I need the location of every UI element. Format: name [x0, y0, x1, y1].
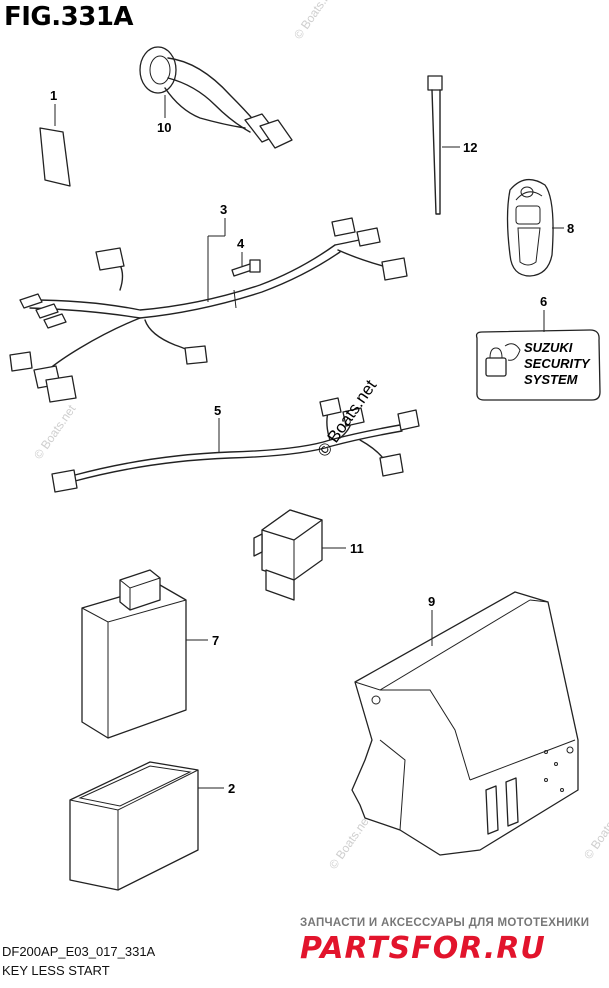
- part-2-case[interactable]: 2: [69, 761, 235, 891]
- part-11-ref: 11: [350, 541, 364, 556]
- watermark-faint-5: © Boats.net: [581, 802, 609, 862]
- part-8-key-fob[interactable]: 8: [506, 178, 575, 277]
- part-10-ref: 10: [157, 120, 171, 135]
- ad-tagline: ЗАПЧАСТИ И АКСЕССУАРЫ ДЛЯ МОТОТЕХНИКИ: [300, 917, 590, 929]
- watermark-faint-4: © Boats.net: [326, 812, 374, 872]
- figure-code: DF200AP_E03_017_331A: [2, 944, 156, 959]
- figure-title: FIG.331A: [4, 2, 134, 32]
- part-7-control-unit[interactable]: 7: [81, 569, 219, 739]
- security-label-line2: SECURITY: [524, 356, 591, 371]
- part-1-ref: 1: [50, 88, 57, 103]
- part-5-sub-harness[interactable]: 5: [51, 397, 420, 493]
- part-2-ref: 2: [228, 781, 235, 796]
- watermark-center: © Boats.net: [314, 376, 381, 460]
- part-10-harness[interactable]: 10: [139, 46, 293, 149]
- watermark-faint-2: © Boats.net: [31, 402, 79, 462]
- part-5-ref: 5: [214, 403, 221, 418]
- part-12-cable-tie[interactable]: 12: [427, 75, 477, 215]
- part-6-security-label[interactable]: SUZUKI SECURITY SYSTEM 6: [475, 294, 601, 401]
- part-9-bracket[interactable]: 9: [351, 591, 579, 856]
- part-6-ref: 6: [540, 294, 547, 309]
- part-3-ref: 3: [220, 202, 227, 217]
- security-label-line3: SYSTEM: [524, 372, 579, 387]
- figure-name: KEY LESS START: [2, 963, 110, 978]
- part-4-screw[interactable]: 4: [231, 236, 261, 277]
- security-label-line1: SUZUKI: [524, 340, 573, 355]
- part-1-sticker[interactable]: 1: [39, 88, 71, 187]
- part-12-ref: 12: [463, 140, 477, 155]
- part-11-relay[interactable]: 11: [253, 509, 364, 601]
- part-9-ref: 9: [428, 594, 435, 609]
- part-8-ref: 8: [567, 221, 574, 236]
- part-7-ref: 7: [212, 633, 219, 648]
- watermark-faint-1: © Boats.net: [291, 0, 339, 42]
- part-4-ref: 4: [237, 236, 245, 251]
- part-3-main-harness[interactable]: 3: [9, 202, 408, 403]
- ad-brand-logo[interactable]: PARTSFOR.RU: [300, 931, 546, 966]
